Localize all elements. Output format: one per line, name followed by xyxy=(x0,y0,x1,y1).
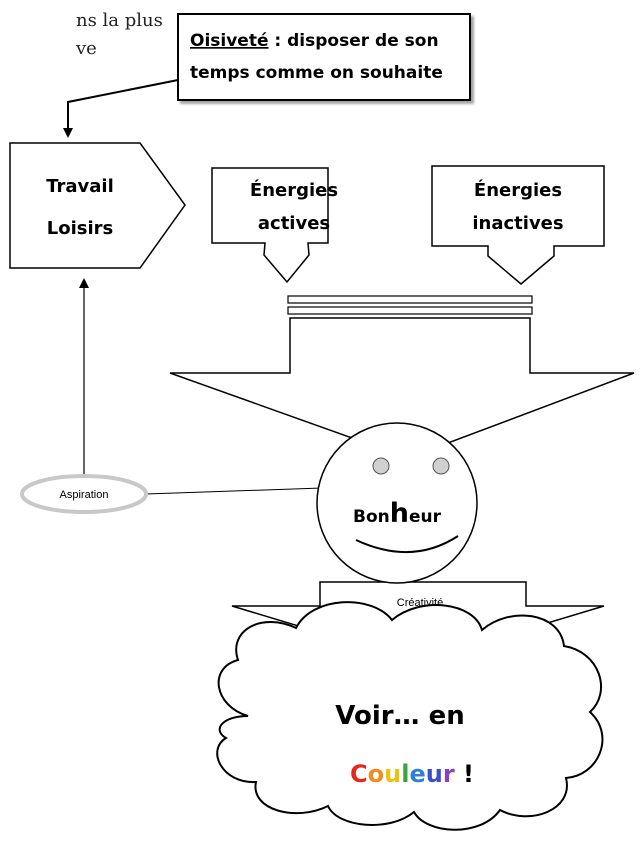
oisivete-box: Oisiveté : disposer de son temps comme o… xyxy=(177,13,471,101)
cloud-line1: Voir… en xyxy=(335,701,465,731)
energies-actives-line1: Énergies xyxy=(250,179,338,201)
couleur-letter-4: e xyxy=(409,760,425,788)
bonheur-part1: Bon xyxy=(353,507,390,527)
couleur-letter-5: u xyxy=(426,760,443,788)
travail-loisirs-pentagon xyxy=(9,142,186,269)
fragment-text-line2: ve xyxy=(75,38,97,59)
oisivete-title: Oisiveté xyxy=(190,31,269,51)
oisivete-line1-rest: : disposer de son xyxy=(269,31,439,51)
aspiration-node: Aspiration xyxy=(20,474,148,514)
aspiration-label: Aspiration xyxy=(60,489,109,501)
oisivete-line1: Oisiveté : disposer de son xyxy=(190,31,439,51)
energies-inactives-line1: Énergies xyxy=(474,179,562,201)
travail-label: Travail xyxy=(46,176,114,197)
loisirs-label: Loisirs xyxy=(47,218,113,239)
couleur-letter-0: C xyxy=(350,760,368,788)
bonheur-label: Bonheur xyxy=(353,498,442,529)
merge-bar-bottom xyxy=(287,306,533,315)
energies-actives-arrow: Énergies actives xyxy=(211,167,338,284)
big-down-arrow xyxy=(169,317,635,459)
couleur-letter-3: l xyxy=(401,760,409,788)
energies-inactives-arrow: Énergies inactives xyxy=(431,165,605,285)
fragment-text-line1: ns la plus xyxy=(76,10,163,31)
bonheur-big-letter: h xyxy=(390,498,409,529)
energies-actives-shape xyxy=(211,167,329,284)
couleur-letter-1: o xyxy=(368,760,385,788)
couleur-letter-6: r xyxy=(443,760,455,788)
oisivete-line2: temps comme on souhaite xyxy=(190,63,443,83)
bonheur-smiley: Bonheur xyxy=(316,422,478,584)
cloud-couleur-line: Couleur ! xyxy=(350,760,474,788)
smile-mouth xyxy=(355,535,459,554)
merge-bar-top xyxy=(287,295,533,304)
cloud-outline xyxy=(216,601,604,831)
oisivete-to-travail-arrow xyxy=(63,79,179,138)
aspiration-ellipse xyxy=(20,474,148,514)
energies-inactives-line2: inactives xyxy=(472,213,563,234)
bonheur-part2: eur xyxy=(409,507,442,527)
cloud-shape: Voir… en Couleur ! xyxy=(216,601,604,831)
left-eye-icon xyxy=(372,457,390,475)
couleur-exclamation: ! xyxy=(455,760,474,788)
oisivete-box-frame xyxy=(177,13,471,101)
right-eye-icon xyxy=(432,457,450,475)
energies-inactives-shape xyxy=(431,165,605,285)
aspiration-to-bonheur-line xyxy=(145,487,323,495)
travail-loisirs-shape: Travail Loisirs xyxy=(9,142,186,269)
energies-actives-line2: actives xyxy=(258,213,330,234)
couleur-letter-2: u xyxy=(384,760,401,788)
